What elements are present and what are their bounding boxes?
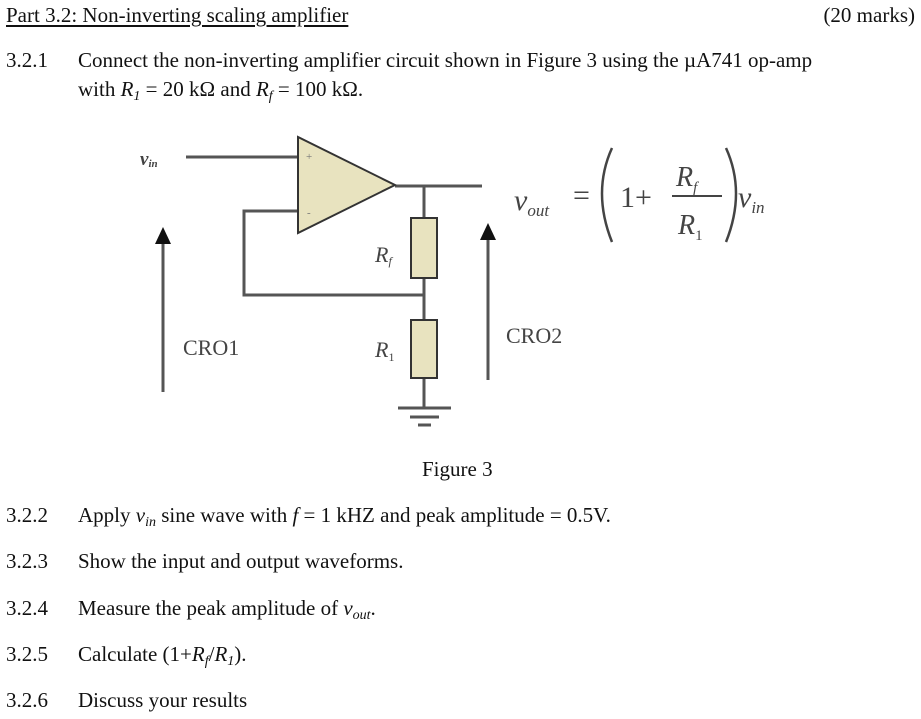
- vout-symbol: vout: [514, 184, 550, 220]
- task-text: Discuss your results: [78, 688, 248, 712]
- text: .: [370, 596, 376, 620]
- task-text: Measure the peak amplitude of vout.: [78, 596, 376, 624]
- circuit-diagram: + - vin Rf R1 CRO1 CRO2 vout = 1+ Rf R1 …: [140, 135, 765, 427]
- vout-symbol: v: [343, 596, 353, 620]
- task-text: Apply vin sine wave with f = 1 kHZ and p…: [78, 503, 611, 531]
- op-amp-symbol: [297, 135, 398, 235]
- task-number: 3.2.6: [6, 688, 48, 712]
- cro1-label: CRO1: [183, 335, 239, 360]
- text: ).: [234, 642, 247, 666]
- rf-resistor: [410, 217, 438, 279]
- text: sine wave with: [155, 503, 293, 527]
- rf-label: Rf: [374, 242, 393, 268]
- rf-subscript: f: [268, 89, 273, 104]
- cro2-arrow-head: [480, 223, 496, 240]
- page-title: Part 3.2: Non-inverting scaling amplifie…: [6, 3, 349, 27]
- task-text: Calculate (1+Rf/R1).: [78, 642, 247, 670]
- text: Measure the peak amplitude of: [78, 596, 344, 620]
- cro1-arrow-head: [155, 227, 171, 244]
- vin-subscript: in: [145, 515, 156, 530]
- figure-caption: Figure 3: [422, 457, 493, 481]
- task-number: 3.2.5: [6, 642, 48, 666]
- task-text: Show the input and output waveforms.: [78, 549, 404, 573]
- equals-sign: =: [573, 179, 590, 212]
- task-text-line2: with R1 = 20 kΩ and Rf = 100 kΩ.: [78, 77, 363, 105]
- vout-subscript: out: [352, 608, 371, 623]
- fraction-denominator: R1: [677, 210, 703, 244]
- task-number: 3.2.3: [6, 549, 48, 573]
- rf-symbol: R: [255, 77, 269, 101]
- r1-resistor: [410, 319, 438, 379]
- right-paren: [724, 147, 738, 243]
- text: with: [78, 77, 121, 101]
- rf-symbol: R: [191, 642, 205, 666]
- plus-sign: +: [306, 151, 312, 163]
- vin-symbol: vin: [738, 181, 765, 217]
- f-symbol: f: [292, 503, 299, 527]
- r1-symbol: R: [120, 77, 134, 101]
- text: = 100 kΩ.: [272, 77, 364, 101]
- fraction-numerator: Rf: [675, 162, 699, 196]
- feedback-wire: [242, 209, 424, 297]
- left-paren: [600, 147, 614, 243]
- vin-symbol: v: [135, 503, 146, 527]
- text: /: [208, 642, 215, 666]
- r1-symbol: R: [214, 642, 228, 666]
- marks-label: (20 marks): [823, 3, 915, 27]
- one-plus: 1+: [620, 181, 652, 214]
- text: Apply: [78, 503, 136, 527]
- vin-label: vin: [140, 149, 158, 170]
- task-number: 3.2.4: [6, 596, 48, 620]
- task-number: 3.2.2: [6, 503, 48, 527]
- minus-sign: -: [307, 207, 311, 219]
- text: Calculate (1+: [78, 642, 192, 666]
- text: = 20 kΩ and: [140, 77, 256, 101]
- task-number: 3.2.1: [6, 48, 48, 72]
- gain-equation: vout = 1+ Rf R1 vin: [514, 147, 765, 244]
- rf-subscript: f: [204, 654, 209, 669]
- text: = 1 kHZ and peak amplitude = 0.5V.: [298, 503, 611, 527]
- r1-subscript: 1: [133, 89, 141, 104]
- r1-subscript: 1: [227, 654, 235, 669]
- task-text: Connect the non-inverting amplifier circ…: [78, 48, 813, 72]
- r1-label: R1: [374, 337, 394, 364]
- cro2-label: CRO2: [506, 323, 562, 348]
